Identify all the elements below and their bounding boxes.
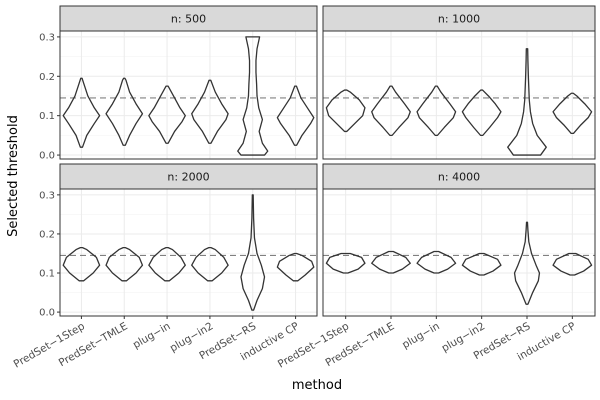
facet-strip-label: n: 2000 — [167, 171, 209, 184]
facet-panel: n: 500 0.0 0.1 0.2 0.3 — [39, 5, 318, 162]
facet-grid: n: 500 0.0 0.1 0.2 0.3 n: 1000 n: 2000 0.0 0.1 0.… — [12, 5, 596, 371]
facet-strip — [322, 163, 596, 190]
panel-border — [322, 188, 596, 317]
panel-border — [322, 30, 596, 160]
violin-shape — [325, 89, 366, 133]
y-tick-label: 0.2 — [39, 229, 55, 240]
panel-border — [59, 188, 318, 317]
y-tick-label: 0.3 — [39, 32, 55, 43]
y-tick-label: 0.3 — [39, 190, 55, 201]
facet-strip-label: n: 4000 — [438, 171, 480, 184]
violin-shape — [371, 250, 411, 274]
panel-background — [323, 189, 595, 316]
y-tick-label: 0.1 — [39, 269, 55, 280]
violin-shape — [148, 85, 186, 144]
facet-strip — [59, 163, 318, 190]
x-tick-label: plug−in — [400, 320, 442, 351]
violin-shape — [325, 252, 366, 274]
violin-shape — [552, 252, 593, 276]
x-tick-label: plug−in — [131, 320, 173, 351]
x-axis-title: method — [292, 378, 342, 393]
violin-shape — [416, 250, 457, 274]
violin-shape — [148, 246, 186, 282]
violin-shape — [240, 194, 266, 311]
x-tick-label: PredSet−1Step — [12, 320, 88, 371]
y-tick-label: 0.1 — [39, 111, 55, 122]
violin-shape — [507, 48, 547, 156]
violin-shape — [105, 77, 144, 146]
violin-shape — [62, 246, 101, 282]
violin-shape — [552, 92, 593, 135]
facet-panel: n: 20000.00.10.20.3PredSet−1StepPredSet−… — [12, 163, 318, 371]
violin-shape — [276, 252, 315, 282]
violin-shape — [416, 85, 457, 137]
violin-shape — [105, 246, 144, 282]
y-tick-label: 0.0 — [39, 151, 55, 162]
panel-background — [60, 189, 317, 316]
violin-shape — [62, 77, 101, 148]
violin-shape — [191, 79, 229, 144]
violin-shape — [276, 85, 315, 146]
violin-shape — [237, 36, 269, 156]
violin-shape — [461, 89, 502, 137]
facet-strip — [59, 5, 318, 32]
facet-panel: n: 1000 — [322, 5, 596, 160]
facet-strip-label: n: 1000 — [438, 13, 480, 26]
panel-background — [323, 31, 595, 159]
panel-background — [60, 31, 317, 159]
y-tick-label: 0.0 — [39, 308, 55, 319]
violin-shape — [191, 246, 229, 282]
y-axis-title: Selected threshold — [6, 115, 21, 237]
violin-shape — [371, 85, 411, 137]
y-tick-label: 0.2 — [39, 72, 55, 83]
facet-strip-label: n: 500 — [171, 13, 206, 26]
panel-border — [59, 30, 318, 160]
violin-shape — [513, 221, 541, 305]
violin-shape — [461, 252, 502, 276]
